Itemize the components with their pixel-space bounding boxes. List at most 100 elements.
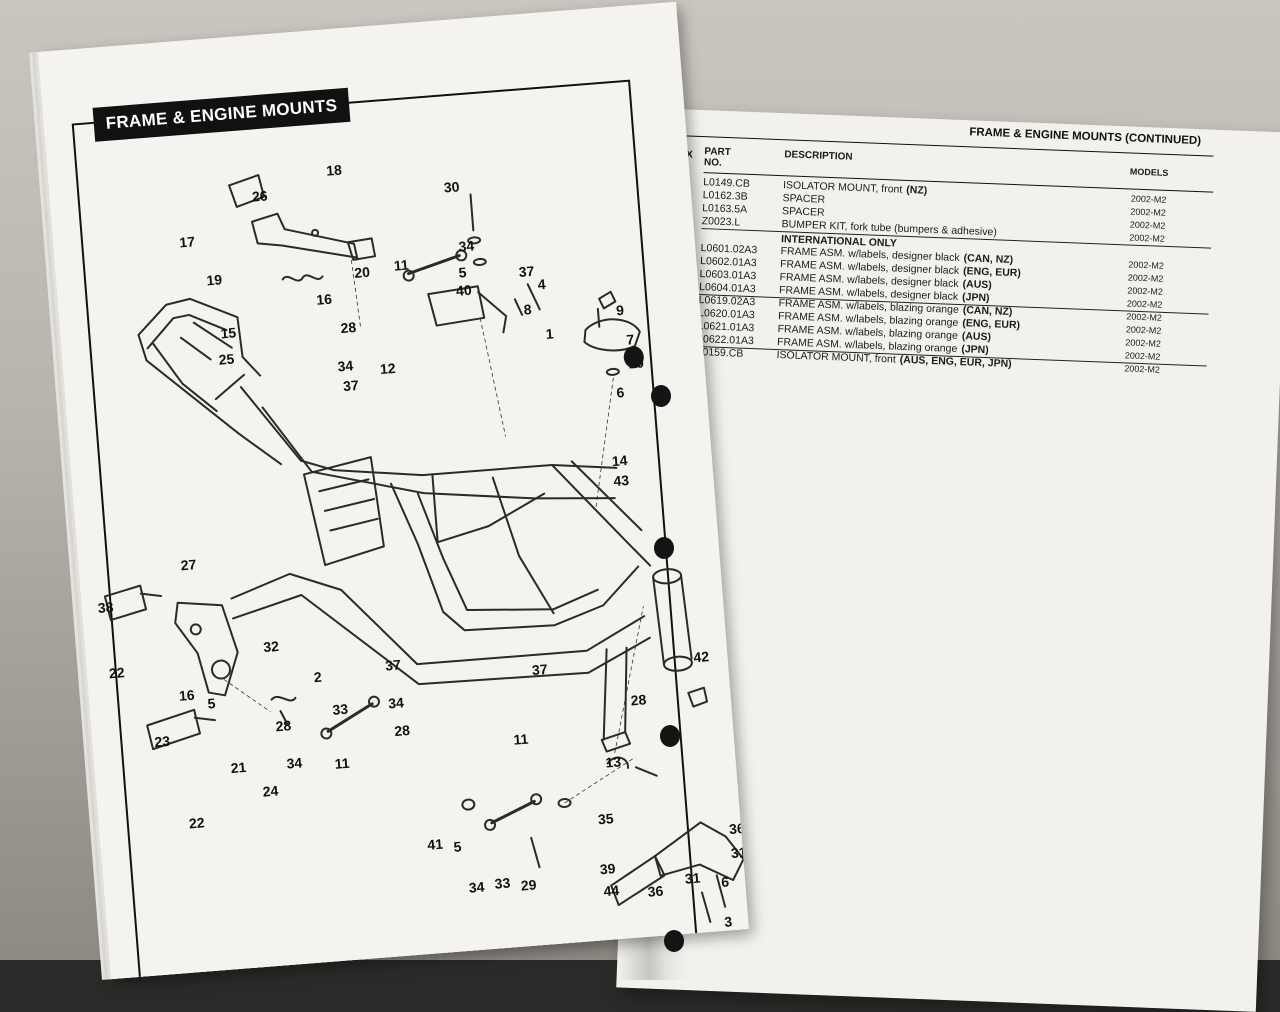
callout-c32: 32	[263, 638, 280, 655]
callout-c33a: 33	[332, 701, 349, 718]
callout-c28d: 28	[630, 691, 647, 708]
row-description-text: SPACER	[782, 205, 825, 219]
callout-c38: 38	[97, 599, 114, 616]
binder-ring	[651, 385, 671, 407]
callout-c24: 24	[262, 782, 279, 799]
callout-c35: 35	[597, 810, 614, 827]
callout-c4: 4	[537, 276, 546, 293]
callout-c37a: 37	[518, 263, 535, 280]
callout-c8: 8	[523, 301, 532, 318]
callout-c18: 18	[326, 162, 343, 179]
callout-c22a: 22	[108, 664, 125, 681]
row-model: 2002-M2	[1127, 298, 1163, 309]
row-description-region: (AUS)	[962, 278, 992, 291]
row-description-text: SPACER	[782, 192, 825, 206]
callout-c25: 25	[218, 351, 235, 368]
row-model: 2002-M2	[1129, 233, 1165, 244]
row-model: 2002-M2	[1128, 272, 1164, 283]
row-part-number: L0604.01A3	[699, 281, 756, 295]
callout-c34b: 34	[337, 357, 354, 374]
callout-c1: 1	[545, 325, 554, 342]
callout-c28b: 28	[275, 717, 292, 734]
row-part-number: L0619.02A3	[698, 294, 755, 308]
row-model: 2002-M2	[1127, 285, 1163, 296]
callout-c39: 39	[599, 860, 616, 877]
row-part-number: L0603.01A3	[699, 268, 756, 282]
callout-c13: 13	[605, 753, 622, 770]
row-part-number: L0621.01A3	[697, 320, 754, 334]
row-description: SPACER	[782, 192, 829, 206]
row-model: 2002-M2	[1128, 259, 1164, 270]
row-model: 2002-M2	[1125, 337, 1161, 348]
callout-c27: 27	[180, 556, 197, 573]
callout-c43: 43	[613, 472, 630, 489]
callout-c37c: 37	[385, 656, 402, 673]
callout-c20: 20	[354, 264, 371, 281]
row-description-region: (CAN, NZ)	[963, 252, 1013, 266]
row-model: 2002-M2	[1130, 207, 1166, 218]
row-description-region: (JPN)	[961, 343, 989, 356]
row-model: 2002-M2	[1126, 311, 1162, 322]
col-description-header: DESCRIPTION	[784, 149, 853, 163]
binder-ring	[660, 725, 680, 747]
callout-c5b: 5	[207, 695, 216, 712]
frame-diagram: 1826173019201134165371540428825934123717…	[38, 2, 749, 979]
callout-c41: 41	[427, 836, 444, 853]
callout-c28a: 28	[340, 319, 357, 336]
row-part-number: L0149.CB	[703, 176, 750, 190]
row-part-number: L0622.01A3	[697, 333, 754, 347]
col-models-header: MODELS	[1130, 166, 1169, 177]
callout-c22b: 22	[188, 814, 205, 831]
callout-c34a: 34	[458, 237, 475, 254]
callout-c16b: 16	[178, 687, 195, 704]
callout-c34c: 34	[388, 694, 405, 711]
callout-c26: 26	[251, 187, 268, 204]
col-part-header: PART NO.	[704, 146, 745, 170]
callout-c40: 40	[455, 282, 472, 299]
callout-c2: 2	[313, 669, 322, 686]
row-model: 2002-M2	[1130, 220, 1166, 231]
row-model: 2002-M2	[1126, 324, 1162, 335]
row-model: 2002-M2	[1124, 363, 1160, 374]
binder-ring	[664, 930, 684, 952]
row-description-region: (NZ)	[906, 184, 927, 197]
callout-c14: 14	[611, 452, 628, 469]
row-part-number: L0601.02A3	[700, 242, 757, 256]
row-part-number: L0163.5A	[702, 202, 747, 216]
row-description-region: (AUS)	[962, 330, 992, 343]
binder-ring	[654, 537, 674, 559]
row-part-number: L0620.01A3	[698, 307, 755, 321]
callout-c9: 9	[615, 302, 624, 319]
callout-c19: 19	[206, 271, 223, 288]
callout-c31b: 31	[684, 870, 701, 887]
callout-c34e: 34	[468, 879, 485, 896]
callout-c6b: 6	[721, 873, 730, 890]
callout-c3: 3	[724, 913, 733, 930]
callout-c36b: 36	[647, 883, 664, 900]
callout-c42: 42	[693, 648, 710, 665]
row-model: 2002-M2	[1125, 350, 1161, 361]
callout-c33b: 33	[494, 875, 511, 892]
callout-c17: 17	[179, 233, 196, 250]
callout-c12: 12	[379, 360, 396, 377]
row-description: SPACER	[782, 205, 829, 219]
row-part-number: L0162.3B	[702, 189, 747, 203]
callout-c29: 29	[520, 876, 537, 893]
callout-c44: 44	[603, 882, 620, 899]
callout-c34d: 34	[286, 754, 303, 771]
callout-c16a: 16	[316, 291, 333, 308]
callout-c23: 23	[154, 733, 171, 750]
row-description-region: (ENG, EUR)	[962, 317, 1020, 331]
row-description-region: (AUS, ENG, EUR, JPN)	[900, 354, 1012, 370]
callout-c28c: 28	[394, 722, 411, 739]
row-part-number: Z0023.L	[701, 215, 740, 228]
row-description-region: (ENG, EUR)	[963, 265, 1021, 279]
row-model: 2002-M2	[1131, 194, 1167, 205]
callout-c6a: 6	[616, 384, 625, 401]
row-description-region: (JPN)	[962, 291, 990, 304]
callout-c21: 21	[230, 759, 247, 776]
callout-c37d: 37	[531, 661, 548, 678]
callout-c11c: 11	[513, 731, 529, 748]
left-page: FRAME & ENGINE MOUNTS	[38, 2, 749, 979]
row-description-region: (CAN, NZ)	[963, 304, 1013, 318]
